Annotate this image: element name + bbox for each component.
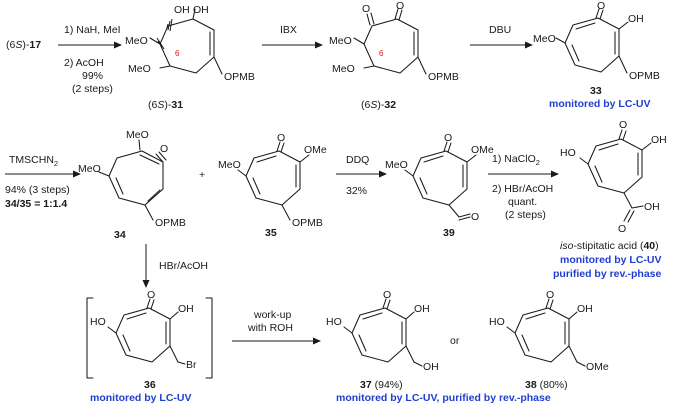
c35-meo: MeO (218, 159, 241, 171)
c33-label: 33 (590, 85, 602, 97)
c33-o: O (597, 0, 605, 12)
c38-label: 38 (80%) (525, 379, 568, 391)
c40-note-purified: purified by rev.-phase (553, 268, 661, 280)
c39-o-top: O (444, 132, 452, 144)
compound-35-structure (237, 141, 310, 221)
compound-38-structure (506, 298, 586, 367)
cond-step6-1: 1) NaClO2 (492, 153, 540, 167)
cond-step7: HBr/AcOH (159, 260, 208, 272)
c35-opmb: OPMB (292, 217, 323, 229)
cond-step1-2: 2) AcOH (64, 57, 104, 69)
c36-br: Br (186, 359, 197, 371)
cond-step8-2: with ROH (247, 322, 293, 334)
compound-36-structure (86, 297, 213, 379)
c32-meo-2: MeO (332, 63, 355, 75)
compound-33-structure (555, 8, 629, 74)
c32-locant-6: 6 (379, 49, 384, 58)
compound-40-structure (579, 129, 652, 223)
cond-step4-2: 94% (3 steps) (5, 184, 70, 196)
cond-step1-1: 1) NaH, MeI (64, 24, 121, 36)
c34-o: O (160, 143, 168, 155)
compound-37-structure (343, 298, 423, 367)
cond-step4-1: TMSCHN2 (9, 154, 58, 168)
c40-o-acid: O (618, 223, 626, 235)
cond-step8-1: work-up (253, 309, 292, 321)
c37-ho: HO (326, 316, 342, 328)
c33-oh: OH (628, 13, 644, 25)
c32-meo-1: MeO (329, 35, 352, 47)
cond-step1-4: (2 steps) (72, 83, 113, 95)
c36-o: O (147, 289, 155, 301)
cond-step6-3: quant. (508, 196, 537, 208)
c38-ho: HO (489, 316, 505, 328)
c31-locant-6: 6 (175, 49, 180, 58)
c33-meo: MeO (533, 33, 556, 45)
c38-oh: OH (577, 303, 593, 315)
c36-note: monitored by LC-UV (90, 392, 192, 403)
c32-label: (6S)-32 (361, 99, 396, 111)
c33-note: monitored by LC-UV (549, 98, 651, 110)
c36-ho: HO (90, 316, 106, 328)
c40-oh-acid: OH (644, 201, 660, 213)
cond-step4-3: 34/35 = 1:1.4 (5, 198, 67, 210)
c32-o-1: O (362, 3, 370, 15)
cond-step6-4: (2 steps) (505, 209, 546, 221)
c36-label: 36 (144, 379, 156, 391)
cond-step5-1: DDQ (346, 154, 369, 166)
c39-o-ald: O (471, 211, 479, 223)
compound-32-structure (353, 8, 427, 75)
c37-oh-chain: OH (423, 361, 439, 373)
c31-oh-top: OH (174, 4, 190, 16)
c31-oh-right: OH (193, 4, 209, 16)
c39-ome: OMe (471, 144, 494, 156)
c33-opmb: OPMB (629, 70, 660, 82)
c39-label: 39 (443, 227, 455, 239)
c34-opmb: OPMB (155, 217, 186, 229)
c40-note-monitored: monitored by LC-UV (560, 254, 662, 266)
cond-step3: DBU (489, 24, 511, 36)
cond-step2: IBX (280, 24, 297, 36)
c40-ho: HO (560, 147, 576, 159)
or-text: or (450, 335, 460, 347)
c34-meo: MeO (78, 163, 101, 175)
c35-ome: OMe (304, 144, 327, 156)
bottom-note: monitored by LC-UV, purified by rev.-pha… (336, 392, 551, 403)
c40-name: iso-stipitatic acid (40) (560, 240, 659, 252)
c34-label: 34 (114, 229, 126, 241)
c37-o: O (383, 289, 391, 301)
c39-meo: MeO (385, 159, 408, 171)
c32-o-2: O (396, 0, 404, 12)
c35-label: 35 (265, 227, 277, 239)
c31-meo-1: MeO (125, 35, 148, 47)
c37-oh-ring: OH (414, 303, 430, 315)
c32-opmb: OPMB (428, 71, 459, 83)
c38-ome: OMe (586, 361, 609, 373)
cond-step6-2: 2) HBr/AcOH (492, 183, 553, 195)
compound-39-structure (404, 141, 477, 221)
c35-o: O (277, 132, 285, 144)
plus-sign: + (199, 169, 205, 181)
c36-oh: OH (178, 303, 194, 315)
c40-o: O (619, 119, 627, 131)
cond-step1-3: 99% (82, 70, 103, 82)
compound-31-structure (149, 8, 223, 75)
compound-34-structure (98, 139, 167, 221)
start-label: (6S)-17 (6, 39, 41, 51)
c31-label: (6S)-31 (148, 99, 183, 111)
c31-meo-2: MeO (128, 63, 151, 75)
c31-opmb: OPMB (224, 71, 255, 83)
c38-o: O (546, 289, 554, 301)
cond-step5-2: 32% (346, 185, 367, 197)
c40-oh-ring: OH (651, 134, 667, 146)
c34-ome-top: MeO (126, 129, 149, 141)
c37-label: 37 (94%) (360, 379, 403, 391)
